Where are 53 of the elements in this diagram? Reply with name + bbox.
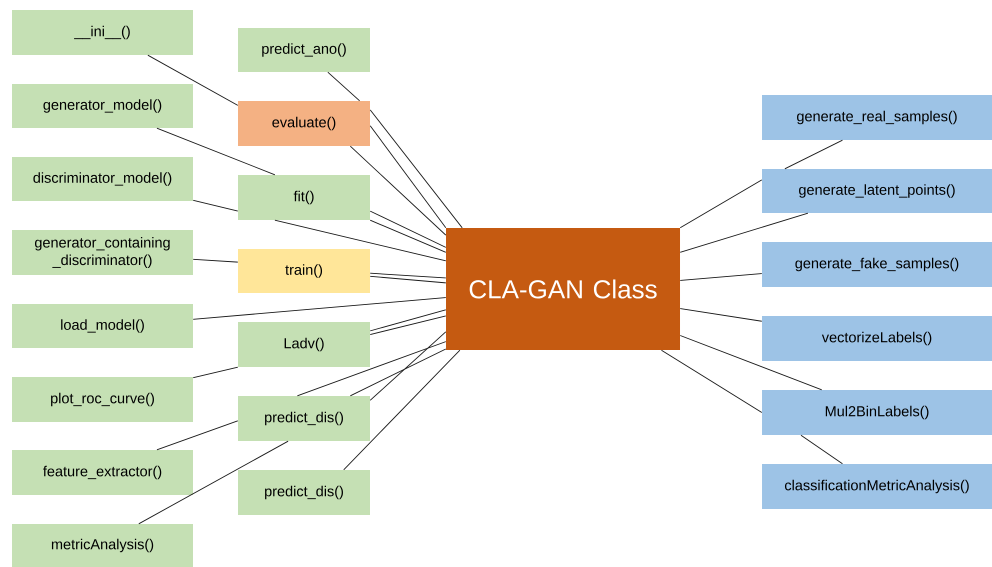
connector-line xyxy=(156,420,238,450)
function-box: generator_containing _discriminator() xyxy=(12,230,193,275)
function-box: plot_roc_curve() xyxy=(12,377,193,422)
function-box: train() xyxy=(238,249,370,293)
function-box: Mul2BinLabels() xyxy=(762,390,992,435)
connector-line xyxy=(370,125,446,228)
connector-line xyxy=(350,146,446,236)
function-box: feature_extractor() xyxy=(12,450,193,495)
connector-line xyxy=(800,434,843,464)
connector-line xyxy=(156,128,276,176)
connector-line xyxy=(661,350,762,413)
connector-line xyxy=(350,348,446,396)
connector-line xyxy=(680,308,762,322)
connector-line xyxy=(680,179,762,228)
function-box: generate_fake_samples() xyxy=(762,242,992,287)
connector-line xyxy=(370,220,446,253)
function-box: discriminator_model() xyxy=(12,157,193,201)
connector-line xyxy=(370,315,446,335)
function-box: predict_ano() xyxy=(238,28,370,72)
connector-line xyxy=(274,220,446,262)
connector-line xyxy=(138,440,289,524)
function-box: evaluate() xyxy=(238,101,370,146)
function-box: generate_real_samples() xyxy=(762,95,992,140)
function-box: load_model() xyxy=(12,304,193,348)
function-box: generator_model() xyxy=(12,84,193,128)
connector-line xyxy=(370,210,446,248)
connector-line xyxy=(784,140,843,170)
connector-line xyxy=(370,331,446,401)
connector-line xyxy=(147,54,238,106)
connector-line xyxy=(370,276,446,284)
function-box: metricAnalysis() xyxy=(12,524,193,567)
connector-line xyxy=(192,200,238,212)
connector-line xyxy=(192,366,238,378)
function-box: generate_latent_points() xyxy=(762,169,992,213)
function-box: classificationMetricAnalysis() xyxy=(762,464,992,509)
connector-line xyxy=(680,273,762,281)
connector-line xyxy=(192,297,446,320)
function-box: fit() xyxy=(238,175,370,220)
class-box: CLA-GAN Class xyxy=(446,228,680,350)
connector-line xyxy=(680,335,822,390)
connector-line xyxy=(370,272,446,278)
connector-line xyxy=(343,350,460,470)
function-box: Ladv() xyxy=(238,322,370,367)
connector-line xyxy=(680,212,808,253)
connector-line xyxy=(370,109,463,228)
function-box: predict_dis() xyxy=(238,470,370,515)
function-box: predict_dis() xyxy=(238,396,370,441)
connector-line xyxy=(327,72,360,102)
connector-line xyxy=(370,309,446,332)
connector-line xyxy=(192,258,238,263)
function-box: vectorizeLabels() xyxy=(762,316,992,361)
function-box: __ini__() xyxy=(12,10,193,55)
connector-line xyxy=(296,341,446,396)
